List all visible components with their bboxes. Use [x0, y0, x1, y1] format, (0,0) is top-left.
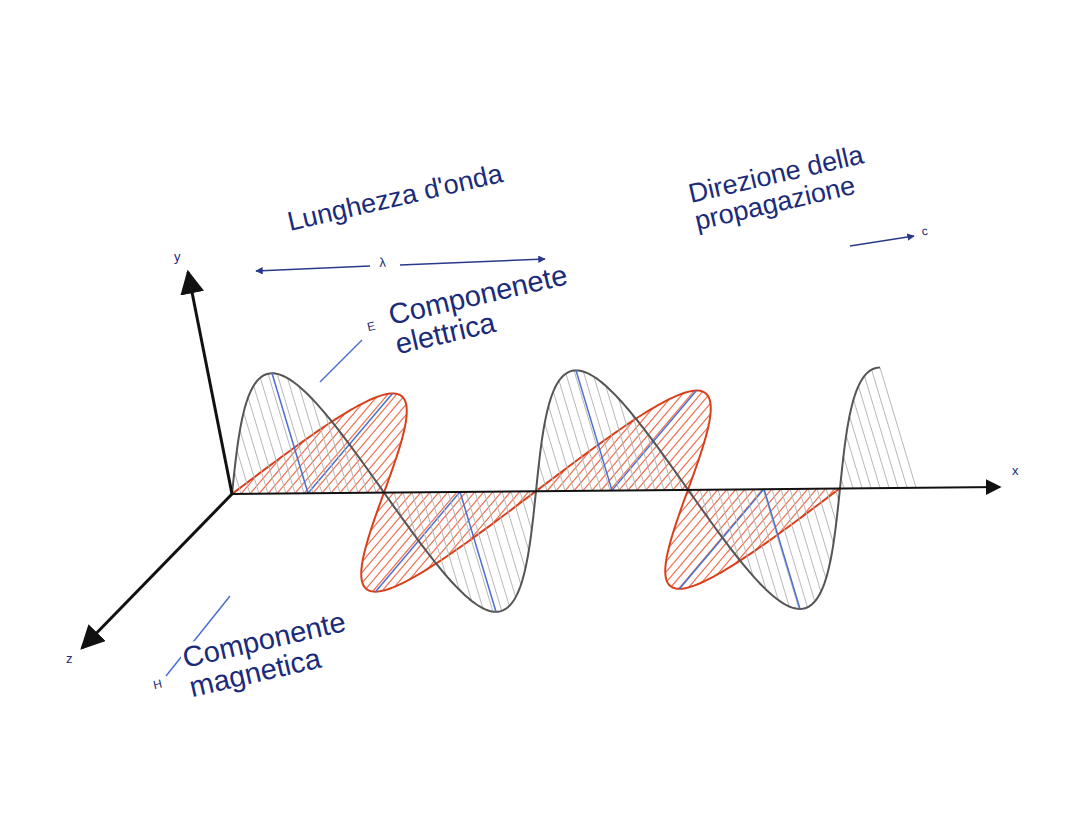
electric-hatch [355, 451, 367, 492]
wavelength-line [400, 259, 545, 265]
electric-hatch [647, 433, 664, 490]
wavelength-symbol: λ [377, 255, 388, 269]
electric-hatch [240, 430, 259, 494]
electric-hatch [574, 371, 610, 491]
electric-hatch [484, 492, 516, 598]
electric-hatch [619, 398, 646, 490]
electric-hatch [808, 489, 830, 563]
leader-line [320, 340, 362, 382]
electric-hatch [466, 492, 502, 611]
electric-hatch [718, 489, 739, 559]
wavelength-line [256, 266, 370, 271]
direction-label: Direzione della propagazione [684, 117, 979, 236]
magnetic-hatch [331, 404, 406, 493]
axis-label: z [64, 652, 75, 665]
electric-peak-line [460, 492, 496, 612]
electric-hatch [502, 491, 525, 569]
magnetic-hatch [565, 435, 613, 491]
electric-hatch [545, 423, 565, 491]
electric-hatch [277, 374, 313, 493]
electric-hatch [754, 489, 789, 606]
electric-hatch [234, 472, 241, 494]
magnetic-hatch [469, 491, 511, 540]
speed-symbol: c [919, 225, 931, 239]
electric-hatch [772, 489, 808, 607]
electric-hatch [662, 453, 673, 490]
electric-hatch [325, 413, 349, 492]
electric-hatch [872, 370, 907, 488]
electric-hatch [864, 376, 898, 488]
electric-hatch [594, 377, 628, 490]
electric-hatch [781, 489, 815, 602]
axes [82, 272, 1000, 648]
electric-hatch [312, 398, 340, 493]
magnetic-hatch [628, 396, 708, 490]
electric-hatch [858, 386, 889, 488]
axis-label: x [1010, 464, 1021, 477]
electric-peak-line [576, 370, 612, 490]
electric-hatch [520, 491, 532, 530]
vertical-axis [188, 272, 232, 494]
electric-hatch [790, 489, 821, 592]
electric-hatch [511, 491, 529, 550]
magnetic-hatch [665, 489, 736, 573]
electric-hatch [709, 489, 724, 539]
field-symbol: H [150, 677, 165, 692]
wavelength-arrow [256, 259, 545, 271]
magnetic-hatch [778, 488, 817, 534]
electric-hatch [566, 374, 601, 491]
electric-hatch [412, 492, 432, 558]
electric-hatch [700, 490, 709, 519]
electric-hatch [539, 464, 547, 491]
electric-hatch [826, 488, 836, 522]
electric-hatch [559, 381, 592, 491]
electric-hatch [843, 456, 853, 488]
electric-hatch [248, 397, 277, 493]
electric-hatch [745, 489, 778, 600]
electric-hatch [268, 374, 304, 494]
electric-hatch [260, 378, 295, 494]
magnetic-hatch [322, 397, 403, 493]
electric-hatch [849, 416, 871, 488]
electric-label: Componenete elettrica [384, 241, 660, 359]
electric-hatch [553, 392, 583, 491]
electric-hatch [493, 492, 521, 585]
depth-axis [82, 494, 232, 648]
electric-hatch [817, 488, 833, 543]
magnetic-label: Componente magnetica [178, 584, 454, 702]
field-symbol: E [364, 319, 378, 334]
electric-hatch [542, 443, 556, 491]
propagation-axis [232, 487, 1000, 494]
electric-hatch [340, 431, 358, 492]
electric-peak-line [272, 373, 308, 493]
electric-hatch [846, 435, 862, 488]
magnetic-hatch [619, 392, 703, 491]
wavelength-label: Lunghezza d'onda [283, 143, 582, 237]
magnetic-hatch [250, 458, 281, 494]
electric-hatch [880, 368, 916, 488]
direction-arrow [850, 236, 914, 246]
electric-peak-line [764, 489, 800, 609]
electric-hatch [529, 491, 534, 508]
axis-label: y [172, 250, 183, 263]
electric-hatch [403, 492, 417, 538]
magnetic-hatch [361, 492, 430, 573]
electric-hatch [583, 372, 619, 491]
electric-hatch [632, 414, 655, 490]
electric-hatch [475, 492, 509, 606]
electric-hatch [287, 378, 322, 493]
